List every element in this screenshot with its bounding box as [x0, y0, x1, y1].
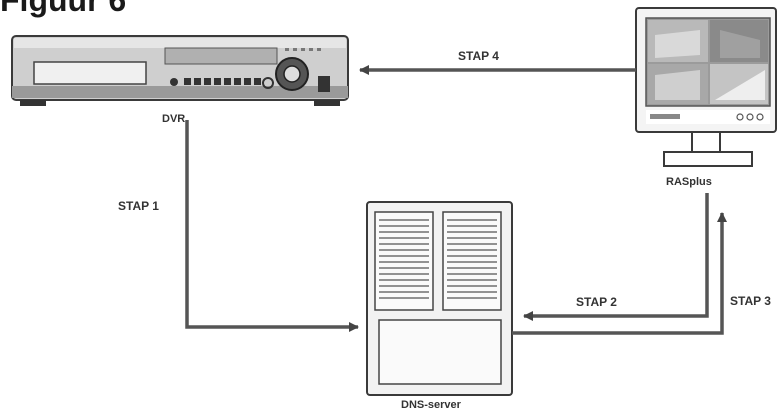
dvr-label: DVR	[162, 113, 186, 125]
arrow-stap-1	[185, 120, 359, 332]
arrow-stap-3	[512, 212, 727, 335]
dvr-device-icon	[11, 35, 349, 106]
step-1-label: STAP 1	[118, 199, 159, 213]
step-4-label: STAP 4	[458, 49, 499, 63]
step-3-label: STAP 3	[730, 294, 771, 308]
arrow-stap-2	[523, 193, 709, 321]
step-2-label: STAP 2	[576, 295, 617, 309]
figure-heading: Figuur 6	[0, 0, 127, 18]
rasplus-monitor-icon	[635, 7, 777, 167]
dns-server-label: DNS-server	[401, 399, 461, 411]
rasplus-label: RASplus	[666, 176, 712, 188]
dns-server-icon	[366, 201, 513, 396]
